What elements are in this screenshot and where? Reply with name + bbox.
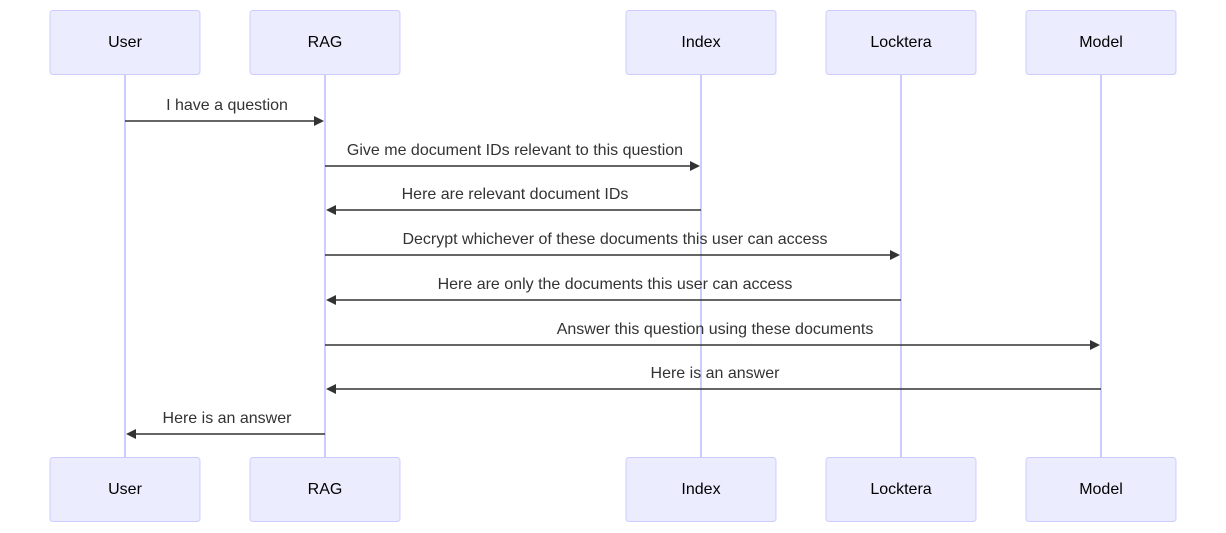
actor-box [1025, 10, 1177, 75]
actor-box [49, 457, 201, 522]
actor-model-top: Model [1025, 10, 1177, 75]
actor-index-top: Index [625, 10, 777, 75]
arrowhead [314, 116, 324, 126]
actor-label: Model [1079, 34, 1123, 51]
actor-box [625, 457, 777, 522]
actor-label: User [108, 34, 142, 51]
actor-index-bottom: Index [625, 457, 777, 522]
arrowhead [326, 295, 336, 305]
actor-box [249, 10, 401, 75]
message-label: Answer this question using these documen… [557, 321, 874, 338]
actor-label: Index [681, 481, 720, 498]
message-8: Here is an answer [126, 410, 325, 439]
actor-box [825, 457, 977, 522]
actor-label: Index [681, 34, 720, 51]
actor-box [825, 10, 977, 75]
arrowhead [326, 205, 336, 215]
actor-box [625, 10, 777, 75]
message-label: Here is an answer [651, 365, 781, 382]
arrowhead [326, 384, 336, 394]
message-3: Here are relevant document IDs [326, 186, 701, 215]
actor-rag-bottom: RAG [249, 457, 401, 522]
actor-model-bottom: Model [1025, 457, 1177, 522]
actor-label: Model [1079, 481, 1123, 498]
actor-user-bottom: User [49, 457, 201, 522]
arrowhead [126, 429, 136, 439]
message-4: Decrypt whichever of these documents thi… [325, 231, 900, 260]
message-1: I have a question [125, 97, 324, 126]
actors-bottom: User RAG Index Locktera Model [49, 457, 1177, 522]
actor-box [49, 10, 201, 75]
actor-rag-top: RAG [249, 10, 401, 75]
lifelines [124, 74, 1102, 458]
actor-label: Locktera [870, 481, 931, 498]
message-label: Here are only the documents this user ca… [438, 276, 793, 293]
arrowhead [1090, 340, 1100, 350]
message-7: Here is an answer [326, 365, 1101, 394]
actors-top: User RAG Index Locktera Model [49, 10, 1177, 75]
message-5: Here are only the documents this user ca… [326, 276, 901, 305]
actor-label: RAG [308, 34, 343, 51]
message-label: Give me document IDs relevant to this qu… [347, 142, 683, 159]
message-label: Here are relevant document IDs [402, 186, 629, 203]
message-2: Give me document IDs relevant to this qu… [325, 142, 700, 171]
actor-label: Locktera [870, 34, 931, 51]
actor-locktera-top: Locktera [825, 10, 977, 75]
actor-label: RAG [308, 481, 343, 498]
message-6: Answer this question using these documen… [325, 321, 1100, 350]
actor-user-top: User [49, 10, 201, 75]
arrowhead [690, 161, 700, 171]
actor-box [1025, 457, 1177, 522]
message-label: Decrypt whichever of these documents thi… [402, 231, 827, 248]
actor-label: User [108, 481, 142, 498]
message-label: Here is an answer [163, 410, 293, 427]
actor-locktera-bottom: Locktera [825, 457, 977, 522]
actor-box [249, 457, 401, 522]
message-label: I have a question [166, 97, 288, 114]
arrowhead [890, 250, 900, 260]
